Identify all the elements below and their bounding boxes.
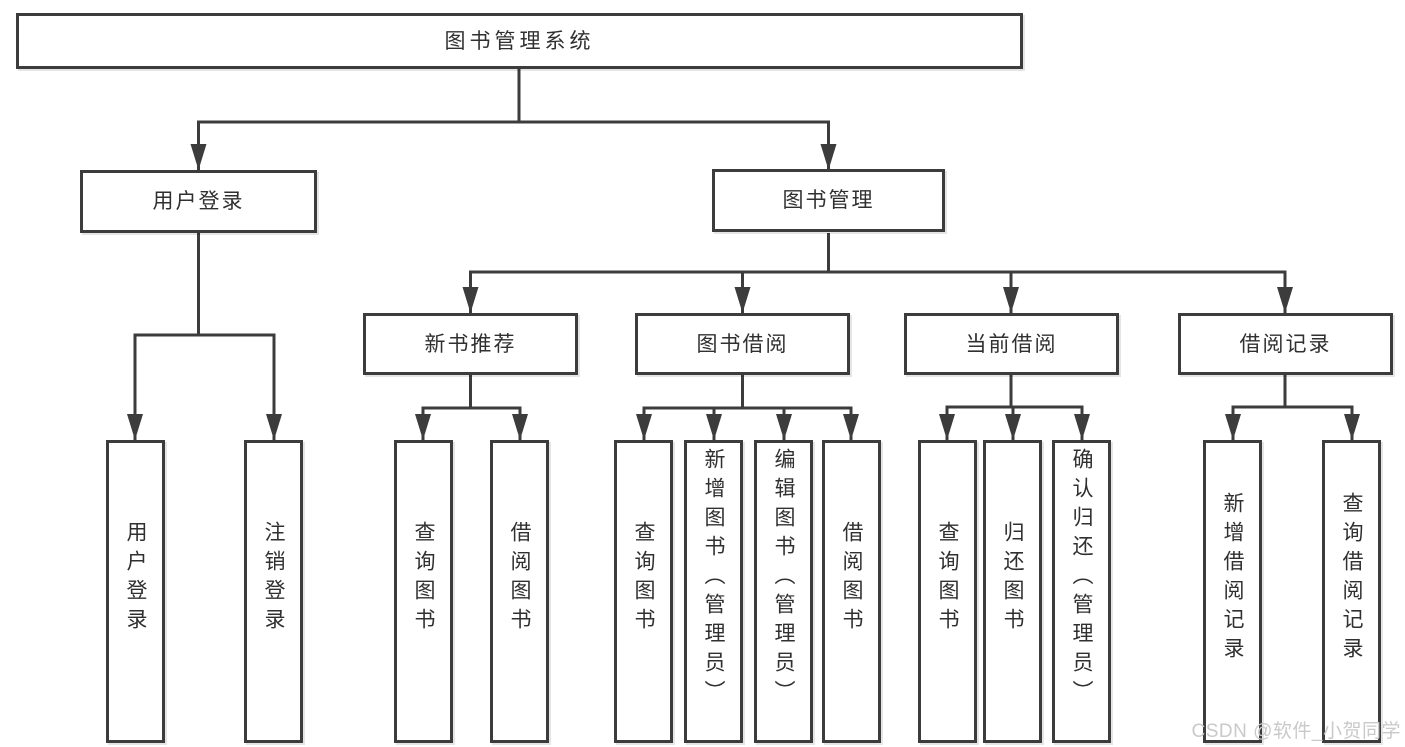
leaf-br-add-record-label: 新增借阅记录 [1221,491,1244,666]
leaf-bb-add-books-admin-label: 新增图书（管理员） [702,448,725,709]
leaf-br-query-record: 查询借阅记录 [1322,440,1381,743]
leaf-bb-borrow-books: 借阅图书 [822,440,881,743]
node-root-library-system: 图书管理系统 [16,13,1023,69]
leaf-nb-borrow-books-label: 借阅图书 [508,520,531,637]
leaf-cb-query-books: 查询图书 [918,440,977,743]
connector-book-borrowing-to-leaves [636,375,859,440]
node-borrowing-records-label: 借阅记录 [1239,332,1332,356]
connector-root-to-level1 [190,69,837,170]
node-new-book-recommend: 新书推荐 [363,313,578,375]
leaf-br-query-record-label: 查询借阅记录 [1340,491,1363,666]
leaf-cb-return-books-label: 归还图书 [1001,520,1024,637]
leaf-nb-borrow-books: 借阅图书 [490,440,549,743]
node-book-borrowing-label: 图书借阅 [696,332,789,356]
leaf-cb-query-books-label: 查询图书 [936,520,959,637]
node-book-management: 图书管理 [712,169,945,232]
leaf-bb-edit-books-admin: 编辑图书（管理员） [754,440,813,743]
csdn-watermark: CSDN @软件_小贺同学 [1191,721,1401,742]
leaf-user-login: 用户登录 [106,440,165,743]
leaf-logout-label: 注销登录 [262,520,285,637]
leaf-cb-confirm-return-admin-label: 确认归还（管理员） [1070,448,1093,709]
node-root-label: 图书管理系统 [444,29,595,53]
leaf-logout: 注销登录 [244,440,303,743]
leaf-bb-query-books-label: 查询图书 [632,520,655,637]
connector-new-book-recommend-to-leaves [415,375,528,440]
connector-user-login-to-leaves [127,233,282,440]
leaf-bb-add-books-admin: 新增图书（管理员） [684,440,743,743]
leaf-bb-query-books: 查询图书 [614,440,673,743]
connector-borrowing-records-to-leaves [1225,375,1360,440]
node-new-book-recommend-label: 新书推荐 [424,332,517,356]
leaf-bb-edit-books-admin-label: 编辑图书（管理员） [772,448,795,709]
leaf-cb-return-books: 归还图书 [983,440,1042,743]
leaf-bb-borrow-books-label: 借阅图书 [840,520,863,637]
node-current-borrowing-label: 当前借阅 [965,332,1058,356]
leaf-nb-query-books-label: 查询图书 [412,520,435,637]
leaf-nb-query-books: 查询图书 [394,440,453,743]
connector-book-management-to-level2 [462,233,1293,313]
connector-current-borrowing-to-leaves [939,375,1090,440]
node-user-login: 用户登录 [80,170,317,233]
node-current-borrowing: 当前借阅 [904,313,1119,375]
node-user-login-label: 用户登录 [152,190,245,213]
node-borrowing-records: 借阅记录 [1178,313,1393,375]
leaf-user-login-label: 用户登录 [124,520,147,637]
leaf-br-add-record: 新增借阅记录 [1203,440,1262,743]
node-book-management-label: 图书管理 [782,189,875,212]
node-book-borrowing: 图书借阅 [635,313,850,375]
leaf-cb-confirm-return-admin: 确认归还（管理员） [1052,440,1111,743]
